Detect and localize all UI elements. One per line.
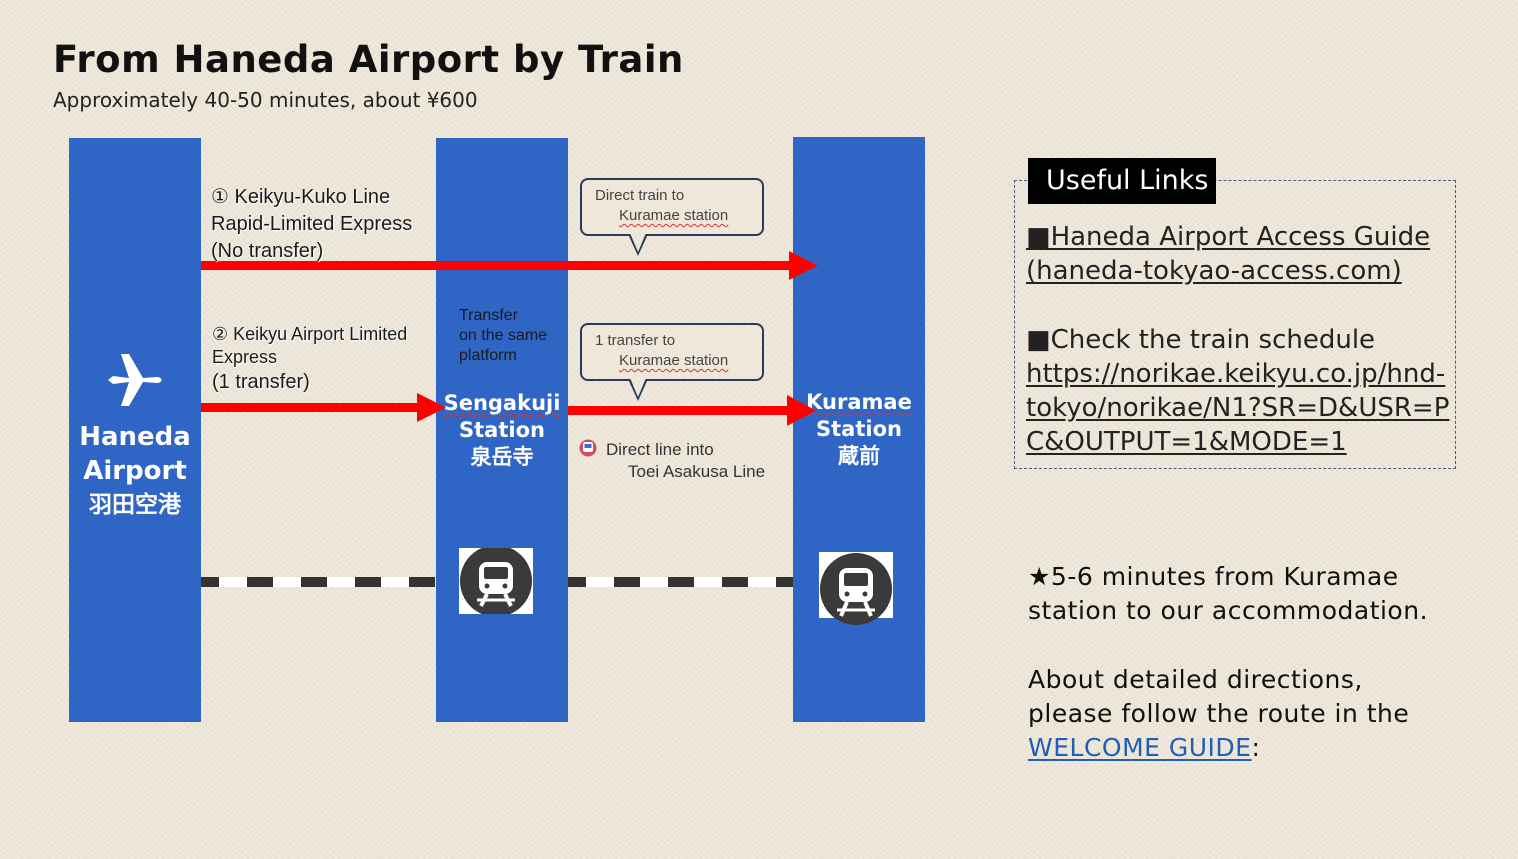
sengakuji-name-jp: 泉岳寺 (470, 445, 534, 469)
sengakuji-station-name: Sengakuji Station 泉岳寺 (436, 390, 568, 471)
route1-line2: Rapid-Limited Express (211, 213, 413, 235)
transfer-note-line3: platform (459, 347, 517, 364)
direct-line-note: Direct line into Toei Asakusa Line (606, 439, 765, 483)
haneda-name-jp: 羽田空港 (89, 492, 181, 518)
route2-arrow-a (201, 393, 446, 422)
callout-transfer-line1: 1 transfer to (595, 332, 676, 349)
directions-line2: please follow the route in the (1028, 699, 1410, 728)
directions-line1: About detailed directions, (1028, 665, 1363, 694)
kuramae-station-name: Kuramae Station 蔵前 (793, 389, 925, 470)
page-subtitle: Approximately 40-50 minutes, about ¥600 (53, 88, 478, 112)
train-schedule-url-line1[interactable]: https://norikae.keikyu.co.jp/hnd- (1026, 359, 1446, 389)
callout-direct-line1: Direct train to (595, 187, 685, 204)
haneda-station-name: Haneda Airport 羽田空港 (69, 420, 201, 522)
route2-arrow-b (568, 395, 816, 426)
useful-links-title: Useful Links (1028, 158, 1216, 204)
transfer-callout: 1 transfer to Kuramae station (580, 323, 764, 401)
directions-colon: : (1251, 733, 1261, 762)
train-schedule-heading: ■Check the train schedule (1026, 325, 1376, 355)
haneda-name-en1: Haneda (79, 422, 191, 452)
transfer-note-line2: on the same (459, 327, 548, 344)
sengakuji-station-column: Transfer on the same platform Sengakuji … (436, 138, 568, 722)
airplane-icon (108, 354, 162, 406)
train-schedule-url-line2[interactable]: tokyo/norikae/N1?SR=D&USR=P (1026, 393, 1450, 423)
train-icon (459, 545, 533, 617)
direct-line-line2: Toei Asakusa Line (628, 462, 766, 481)
route1-label: ① Keikyu-Kuko Line Rapid-Limited Express… (211, 184, 412, 265)
kuramae-name-jp: 蔵前 (838, 444, 880, 468)
walk-note-line2: station to our accommodation. (1028, 596, 1429, 625)
route2-line3: (1 transfer) (212, 371, 310, 393)
route2-line2: Express (212, 347, 278, 367)
train-icon (819, 552, 893, 625)
kuramae-station-column: Kuramae Station 蔵前 (793, 137, 925, 722)
directions-note: About detailed directions, please follow… (1028, 663, 1409, 765)
access-guide-link[interactable]: ■Haneda Airport Access Guide (haneda-tok… (1026, 220, 1430, 288)
route2-line1: ② Keikyu Airport Limited (212, 324, 408, 344)
page-title: From Haneda Airport by Train (53, 38, 684, 81)
route1-arrow (201, 251, 818, 280)
haneda-airport-column: Haneda Airport 羽田空港 (69, 138, 201, 722)
rail-track-segment (201, 577, 435, 587)
access-guide-link-line2[interactable]: (haneda-tokyao-access.com) (1026, 256, 1402, 286)
callout-transfer-line2: Kuramae station (619, 352, 729, 369)
route1-line1: ① Keikyu-Kuko Line (211, 186, 391, 208)
route2-label: ② Keikyu Airport Limited Express (1 tran… (212, 323, 407, 394)
rail-track-segment (568, 577, 793, 587)
sengakuji-name-en1: Sengakuji (443, 391, 561, 415)
useful-links-box (1014, 180, 1456, 469)
access-guide-link-line1[interactable]: ■Haneda Airport Access Guide (1026, 222, 1431, 252)
subway-icon (579, 439, 597, 457)
transfer-note: Transfer on the same platform (459, 306, 547, 366)
direct-line-line1: Direct line into (606, 440, 714, 459)
kuramae-name-en1: Kuramae (806, 390, 912, 414)
train-schedule-block: ■Check the train schedule https://norika… (1026, 323, 1449, 459)
callout-direct-line2: Kuramae station (619, 207, 729, 224)
walk-note-line1: ★5-6 minutes from Kuramae (1028, 562, 1399, 591)
train-schedule-url-line3[interactable]: C&OUTPUT=1&MODE=1 (1026, 427, 1347, 457)
sengakuji-name-en2: Station (459, 418, 545, 442)
haneda-name-en2: Airport (83, 456, 187, 486)
route1-line3: (No transfer) (211, 240, 324, 262)
direct-train-callout: Direct train to Kuramae station (580, 178, 764, 256)
welcome-guide-link[interactable]: WELCOME GUIDE (1028, 733, 1252, 762)
kuramae-name-en2: Station (816, 417, 902, 441)
directions-line3: WELCOME GUIDE: (1028, 731, 1409, 765)
walk-note: ★5-6 minutes from Kuramae station to our… (1028, 560, 1428, 628)
transfer-note-line1: Transfer (459, 307, 518, 324)
